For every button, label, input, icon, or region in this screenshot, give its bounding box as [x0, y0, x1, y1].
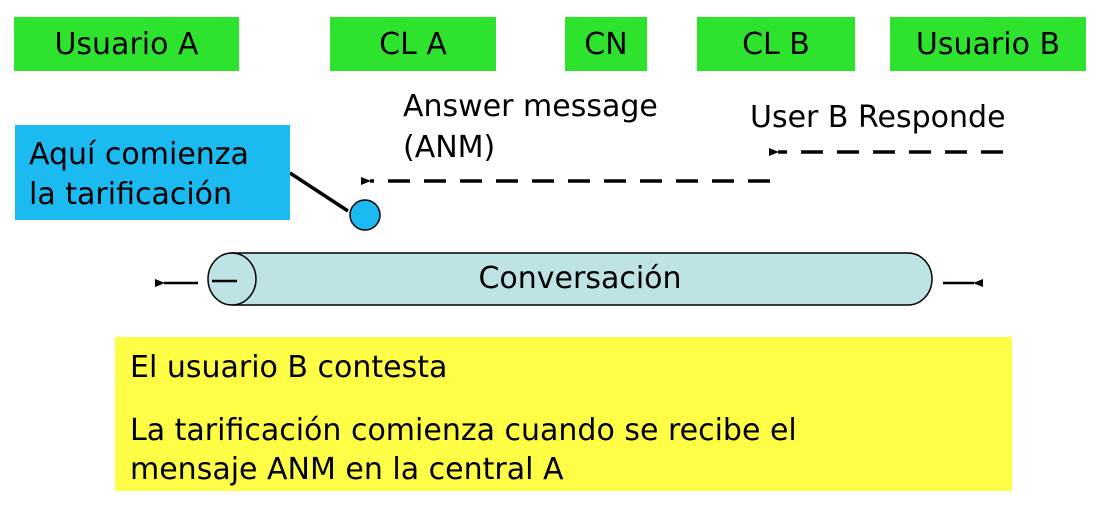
entity-usuario-b: Usuario B	[890, 17, 1086, 71]
entity-cl-b: CL B	[697, 17, 855, 71]
summary-line-1: El usuario B contesta	[130, 350, 448, 385]
user-b-responde-label: User B Responde	[750, 100, 1006, 135]
conversation-pipe	[207, 252, 933, 306]
charging-callout: Aquí comienza la tarificación	[15, 125, 290, 220]
summary-line-2: La tarificación comienza cuando se recib…	[130, 413, 797, 487]
callout-pointer	[289, 171, 349, 213]
summary-box: El usuario B contesta La tarificación co…	[115, 337, 1012, 491]
answer-message-label: Answer message (ANM)	[403, 89, 658, 165]
charging-start-dot	[349, 199, 381, 231]
entity-cl-a: CL A	[330, 17, 496, 71]
conversation-label: Conversación	[478, 260, 682, 296]
entity-usuario-a: Usuario A	[14, 17, 239, 71]
entity-cn: CN	[565, 17, 647, 71]
